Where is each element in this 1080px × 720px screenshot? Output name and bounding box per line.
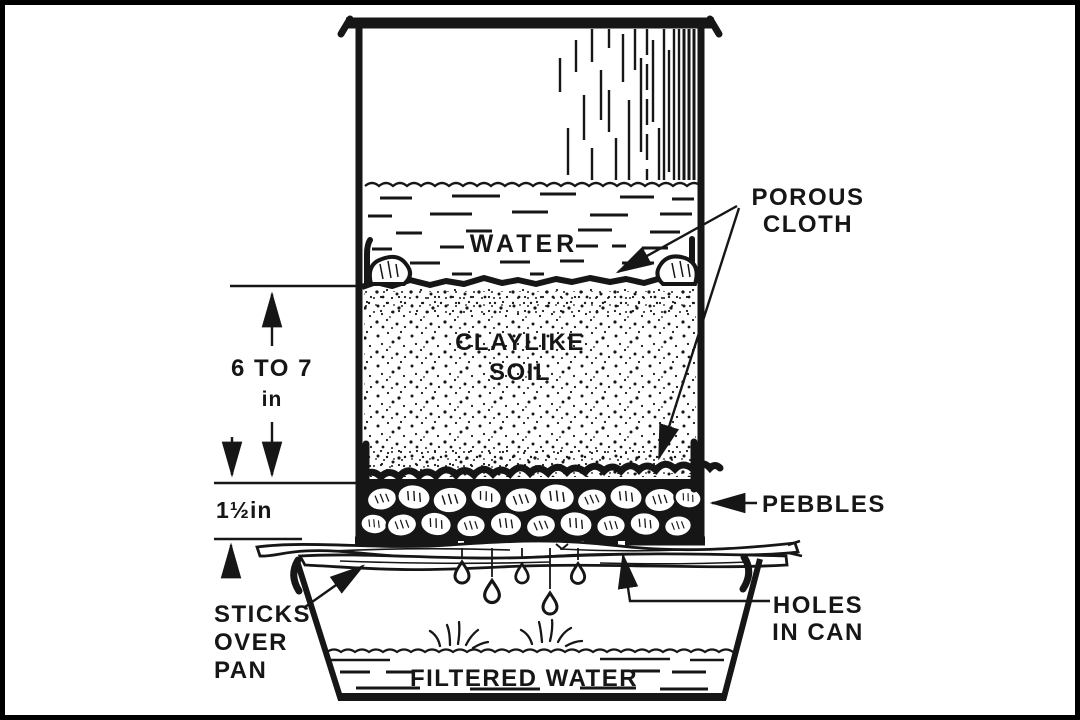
soil-stipple <box>364 289 696 477</box>
callout-leaders <box>304 204 770 608</box>
dimension-annotations <box>214 284 357 579</box>
pebbles-layer <box>358 438 724 542</box>
stick-texture <box>329 547 751 565</box>
water-dashes <box>368 192 694 277</box>
weight-stone-left-hatch <box>379 260 399 280</box>
upper-cloth-line <box>360 275 693 290</box>
sticks <box>255 539 803 572</box>
filtered-water-label: FILTERED WATER <box>410 665 638 692</box>
splash-right <box>519 618 584 648</box>
holes-arrow <box>617 552 770 603</box>
water-label: WATER <box>470 230 578 258</box>
holes-label-line1: HOLES <box>773 592 863 619</box>
pan-water <box>326 618 734 691</box>
claylike-soil-label-line2: SOIL <box>489 359 551 386</box>
splash-left <box>428 620 490 650</box>
pan-rim-curl-left <box>290 556 303 595</box>
pebbles <box>358 479 705 542</box>
upper-porous-cloth <box>360 236 699 290</box>
pan-water-dashes <box>340 669 708 691</box>
cloth-edge-left <box>364 237 373 287</box>
can-shading-hatch <box>558 29 696 180</box>
porous-cloth-arrow-upper <box>615 204 738 274</box>
pan <box>290 553 763 701</box>
porous-cloth-arrow-lower <box>657 207 741 461</box>
sticks-label-line2: OVER <box>214 629 288 656</box>
can-rim-lip-left <box>337 15 354 38</box>
weight-stone-right-hatch <box>671 260 691 279</box>
weight-stone-right <box>655 254 699 286</box>
stick-knot <box>555 543 569 551</box>
dim-6to7-unit: in <box>262 388 283 411</box>
sticks-label-line3: PAN <box>214 657 267 684</box>
water-surface-waves <box>364 181 702 188</box>
dim-6to7-label: 6 TO 7 <box>231 355 313 382</box>
sticks-arrow <box>304 564 366 608</box>
pan-rim-curl-right <box>739 553 753 593</box>
holes-label-line2: IN CAN <box>772 619 864 646</box>
porous-cloth-label-line1: POROUS <box>751 184 864 211</box>
soil-stipple-dense-top <box>364 291 696 315</box>
porous-cloth-label-line2: CLOTH <box>763 211 853 238</box>
lower-cloth-line <box>358 460 724 483</box>
sticks-label-line1: STICKS <box>214 601 311 628</box>
pan-water-surface <box>326 648 734 654</box>
drips <box>453 548 587 616</box>
stick-tip-right <box>787 539 803 558</box>
pan-water-dash-row1 <box>330 657 724 662</box>
water-layer <box>364 181 702 277</box>
claylike-soil-label-line1: CLAYLIKE <box>455 329 585 356</box>
drip-lines <box>461 548 579 589</box>
dim-1half-label: 1½in <box>216 497 272 523</box>
pebbles-label: PEBBLES <box>762 491 886 518</box>
can-rim-lip-right <box>706 15 723 38</box>
